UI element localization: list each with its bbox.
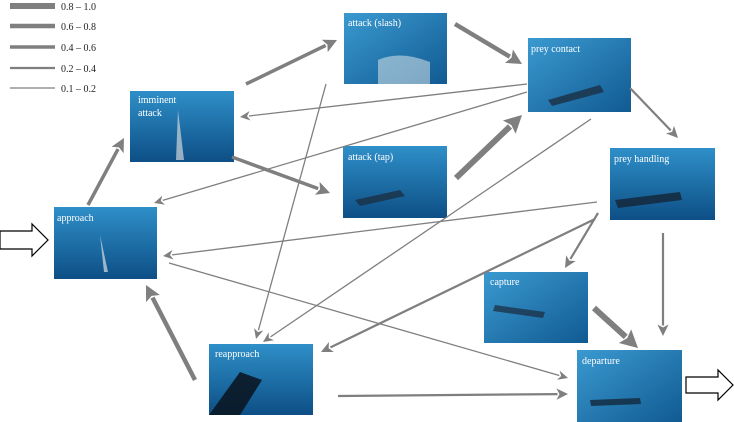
transition-line xyxy=(171,201,598,256)
transition-prey_contact-to-imminent xyxy=(240,83,528,121)
node-attack-slash: attack (slash) xyxy=(344,13,447,84)
transition-line xyxy=(162,91,528,202)
arrowhead-icon xyxy=(263,332,274,342)
transition-attack_slash-to-prey_contact xyxy=(453,22,522,64)
legend-label-0: 0.8 – 1.0 xyxy=(61,2,96,13)
transition-line xyxy=(270,118,592,338)
transition-line xyxy=(168,262,560,377)
node-label-prey-handling: prey handling xyxy=(614,154,669,165)
sailfish-icon xyxy=(355,190,405,206)
node-imminent-attack: imminent attack xyxy=(130,91,234,162)
sardine-school-icon xyxy=(378,55,430,84)
transition-line xyxy=(453,124,513,181)
arrowhead-icon xyxy=(504,49,522,64)
transition-line xyxy=(248,83,528,117)
transition-imminent-to-attack_tap xyxy=(231,155,330,195)
node-label-reapproach: reapproach xyxy=(215,349,259,360)
departure-photo xyxy=(577,350,682,422)
arrowhead-icon xyxy=(665,125,678,138)
edges xyxy=(86,22,678,400)
node-departure: departure xyxy=(577,350,682,422)
transition-capture-to-departure xyxy=(591,305,638,348)
arrowhead-icon xyxy=(321,341,334,352)
transition-line xyxy=(591,305,628,340)
transition-prey_contact-to-approach xyxy=(154,91,528,205)
transition-line xyxy=(245,43,327,86)
node-prey-contact: prey contact xyxy=(528,38,631,112)
transition-attack_slash-to-reapproach xyxy=(254,83,327,339)
transition-reapproach-to-departure xyxy=(337,388,568,400)
transition-line xyxy=(150,296,197,382)
node-label-imminent-attack: imminent attack xyxy=(138,95,179,119)
transition-prey_handling-to-capture xyxy=(565,212,599,268)
node-prey-handling: prey handling xyxy=(610,148,715,220)
legend-label-1: 0.6 – 0.8 xyxy=(61,22,96,33)
arrowhead-icon xyxy=(240,111,251,121)
sailfish-icon xyxy=(615,192,682,208)
transition-line xyxy=(453,22,511,59)
node-label-prey-contact: prey contact xyxy=(531,44,580,55)
sailfish-icon xyxy=(176,110,184,160)
transition-line xyxy=(257,83,327,331)
arrowhead-icon xyxy=(565,255,576,268)
transition-imminent-to-attack_slash xyxy=(245,39,337,86)
sailfish-icon xyxy=(590,398,641,406)
transition-line xyxy=(329,218,596,349)
arrowhead-icon xyxy=(502,115,522,134)
transition-reapproach-to-approach xyxy=(146,285,197,382)
sailfish-icon xyxy=(548,85,604,106)
transition-approach-to-departure xyxy=(168,262,568,380)
node-label-approach: approach xyxy=(57,213,94,224)
arrowhead-icon xyxy=(254,328,264,339)
transition-prey_contact-to-reapproach xyxy=(263,118,592,342)
attack-tap-photo xyxy=(343,146,447,218)
node-capture: capture xyxy=(484,272,588,343)
sailfish-icon xyxy=(209,372,262,415)
node-reapproach: reapproach xyxy=(209,344,313,415)
legend-label-4: 0.1 – 0.2 xyxy=(61,84,96,95)
transition-prey_handling-to-departure xyxy=(657,233,669,336)
sailfish-icon xyxy=(493,305,545,318)
transition-approach-to-imminent xyxy=(86,138,124,206)
arrowhead-icon xyxy=(146,285,160,303)
node-label-capture: capture xyxy=(490,277,520,288)
entry-arrow-icon xyxy=(0,222,49,258)
transition-line xyxy=(337,392,558,398)
transition-line xyxy=(86,148,120,206)
arrowhead-icon xyxy=(618,329,638,348)
node-attack-tap: attack (tap) xyxy=(343,146,447,218)
arrowhead-icon xyxy=(556,388,568,400)
arrowhead-icon xyxy=(321,39,337,53)
transition-attack_tap-to-prey_contact xyxy=(453,115,522,181)
arrowhead-icon xyxy=(557,370,568,380)
transition-prey_contact-to-prey_handling xyxy=(629,87,678,138)
legend: 0.8 – 1.0 0.6 – 0.8 0.4 – 0.6 0.2 – 0.4 … xyxy=(10,2,96,95)
arrowhead-icon xyxy=(154,195,166,205)
node-approach: approach xyxy=(54,207,157,279)
arrowhead-icon xyxy=(314,181,330,195)
transition-line xyxy=(231,155,319,191)
node-label-departure: departure xyxy=(582,356,620,367)
arrowhead-icon xyxy=(657,324,669,336)
transition-prey_handling-to-approach xyxy=(163,201,598,260)
prey-contact-photo xyxy=(528,38,631,112)
exit-arrow-icon xyxy=(685,368,734,402)
sailfish-icon xyxy=(100,235,108,272)
arrowhead-icon xyxy=(163,250,174,260)
legend-label-3: 0.2 – 0.4 xyxy=(61,64,96,75)
transition-line xyxy=(629,87,672,132)
transition-prey_handling-to-reapproach xyxy=(321,218,596,352)
prey-handling-photo xyxy=(610,148,715,220)
arrowhead-icon xyxy=(111,138,124,154)
node-label-attack-tap: attack (tap) xyxy=(348,152,393,163)
node-label-attack-slash: attack (slash) xyxy=(348,18,401,29)
legend-label-2: 0.4 – 0.6 xyxy=(61,43,96,54)
